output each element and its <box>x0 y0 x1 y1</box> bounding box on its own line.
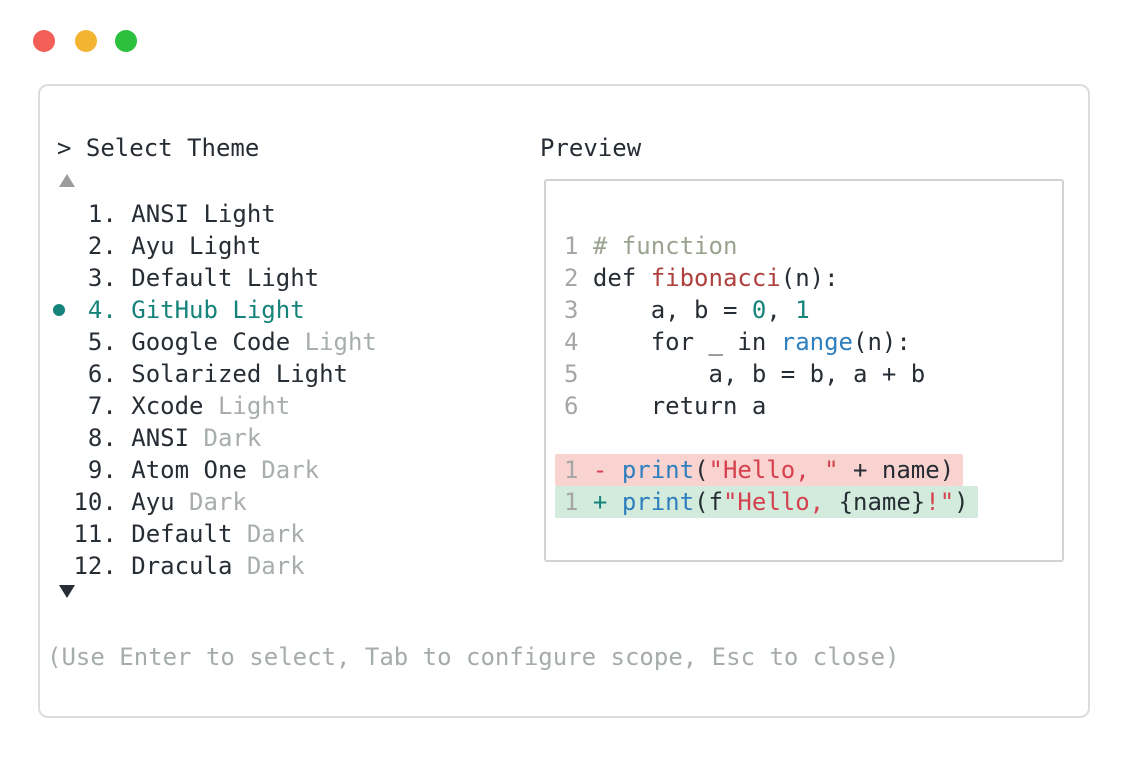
theme-item-dracula-dark[interactable]: 12. Dracula Dark <box>59 552 305 580</box>
close-button[interactable] <box>33 30 55 52</box>
preview-label: Preview <box>540 134 642 162</box>
theme-item-atom-one-dark[interactable]: 9. Atom One Dark <box>59 456 320 484</box>
selected-dot-icon <box>53 304 65 316</box>
theme-item-ansi-light[interactable]: 1. ANSI Light <box>59 200 276 228</box>
code-line: 3 a, b = 0, 1 <box>564 296 810 324</box>
diff-added-line: 1 + print(f"Hello, {name}!") <box>555 486 1062 518</box>
help-text: (Use Enter to select, Tab to configure s… <box>47 643 900 671</box>
theme-item-ayu-light[interactable]: 2. Ayu Light <box>59 232 262 260</box>
theme-item-ansi-dark[interactable]: 8. ANSI Dark <box>59 424 262 452</box>
code-line <box>564 422 1062 454</box>
theme-item-github-light[interactable]: 4. GitHub Light <box>59 296 305 324</box>
theme-item-default-light[interactable]: 3. Default Light <box>59 264 320 292</box>
code-line: 1 # function <box>564 232 738 260</box>
scroll-down-icon[interactable] <box>59 585 75 598</box>
theme-item-ayu-dark[interactable]: 10. Ayu Dark <box>59 488 247 516</box>
preview-box: 1 # function 2 def fibonacci(n): 3 a, b = … <box>544 179 1064 562</box>
prompt-title: > Select Theme <box>57 134 260 162</box>
preview-code: 1 # function 2 def fibonacci(n): 3 a, b = … <box>555 230 1062 518</box>
code-line: 5 a, b = b, a + b <box>564 360 926 388</box>
code-line: 4 for _ in range(n): <box>564 328 911 356</box>
code-line: 6 return a <box>564 392 767 420</box>
maximize-button[interactable] <box>115 30 137 52</box>
theme-item-google-code-light[interactable]: 5. Google Code Light <box>59 328 377 356</box>
code-line: 2 def fibonacci(n): <box>564 264 839 292</box>
minimize-button[interactable] <box>75 30 97 52</box>
diff-removed-line: 1 - print("Hello, " + name) <box>555 454 1062 486</box>
scroll-up-icon[interactable] <box>59 174 75 187</box>
theme-item-xcode-light[interactable]: 7. Xcode Light <box>59 392 291 420</box>
theme-list: 1. ANSI Light 2. Ayu Light 3. Default Li… <box>59 198 377 582</box>
theme-item-default-dark[interactable]: 11. Default Dark <box>59 520 305 548</box>
theme-picker-panel: > Select Theme 1. ANSI Light 2. Ayu Ligh… <box>38 84 1090 718</box>
theme-item-solarized-light[interactable]: 6. Solarized Light <box>59 360 348 388</box>
